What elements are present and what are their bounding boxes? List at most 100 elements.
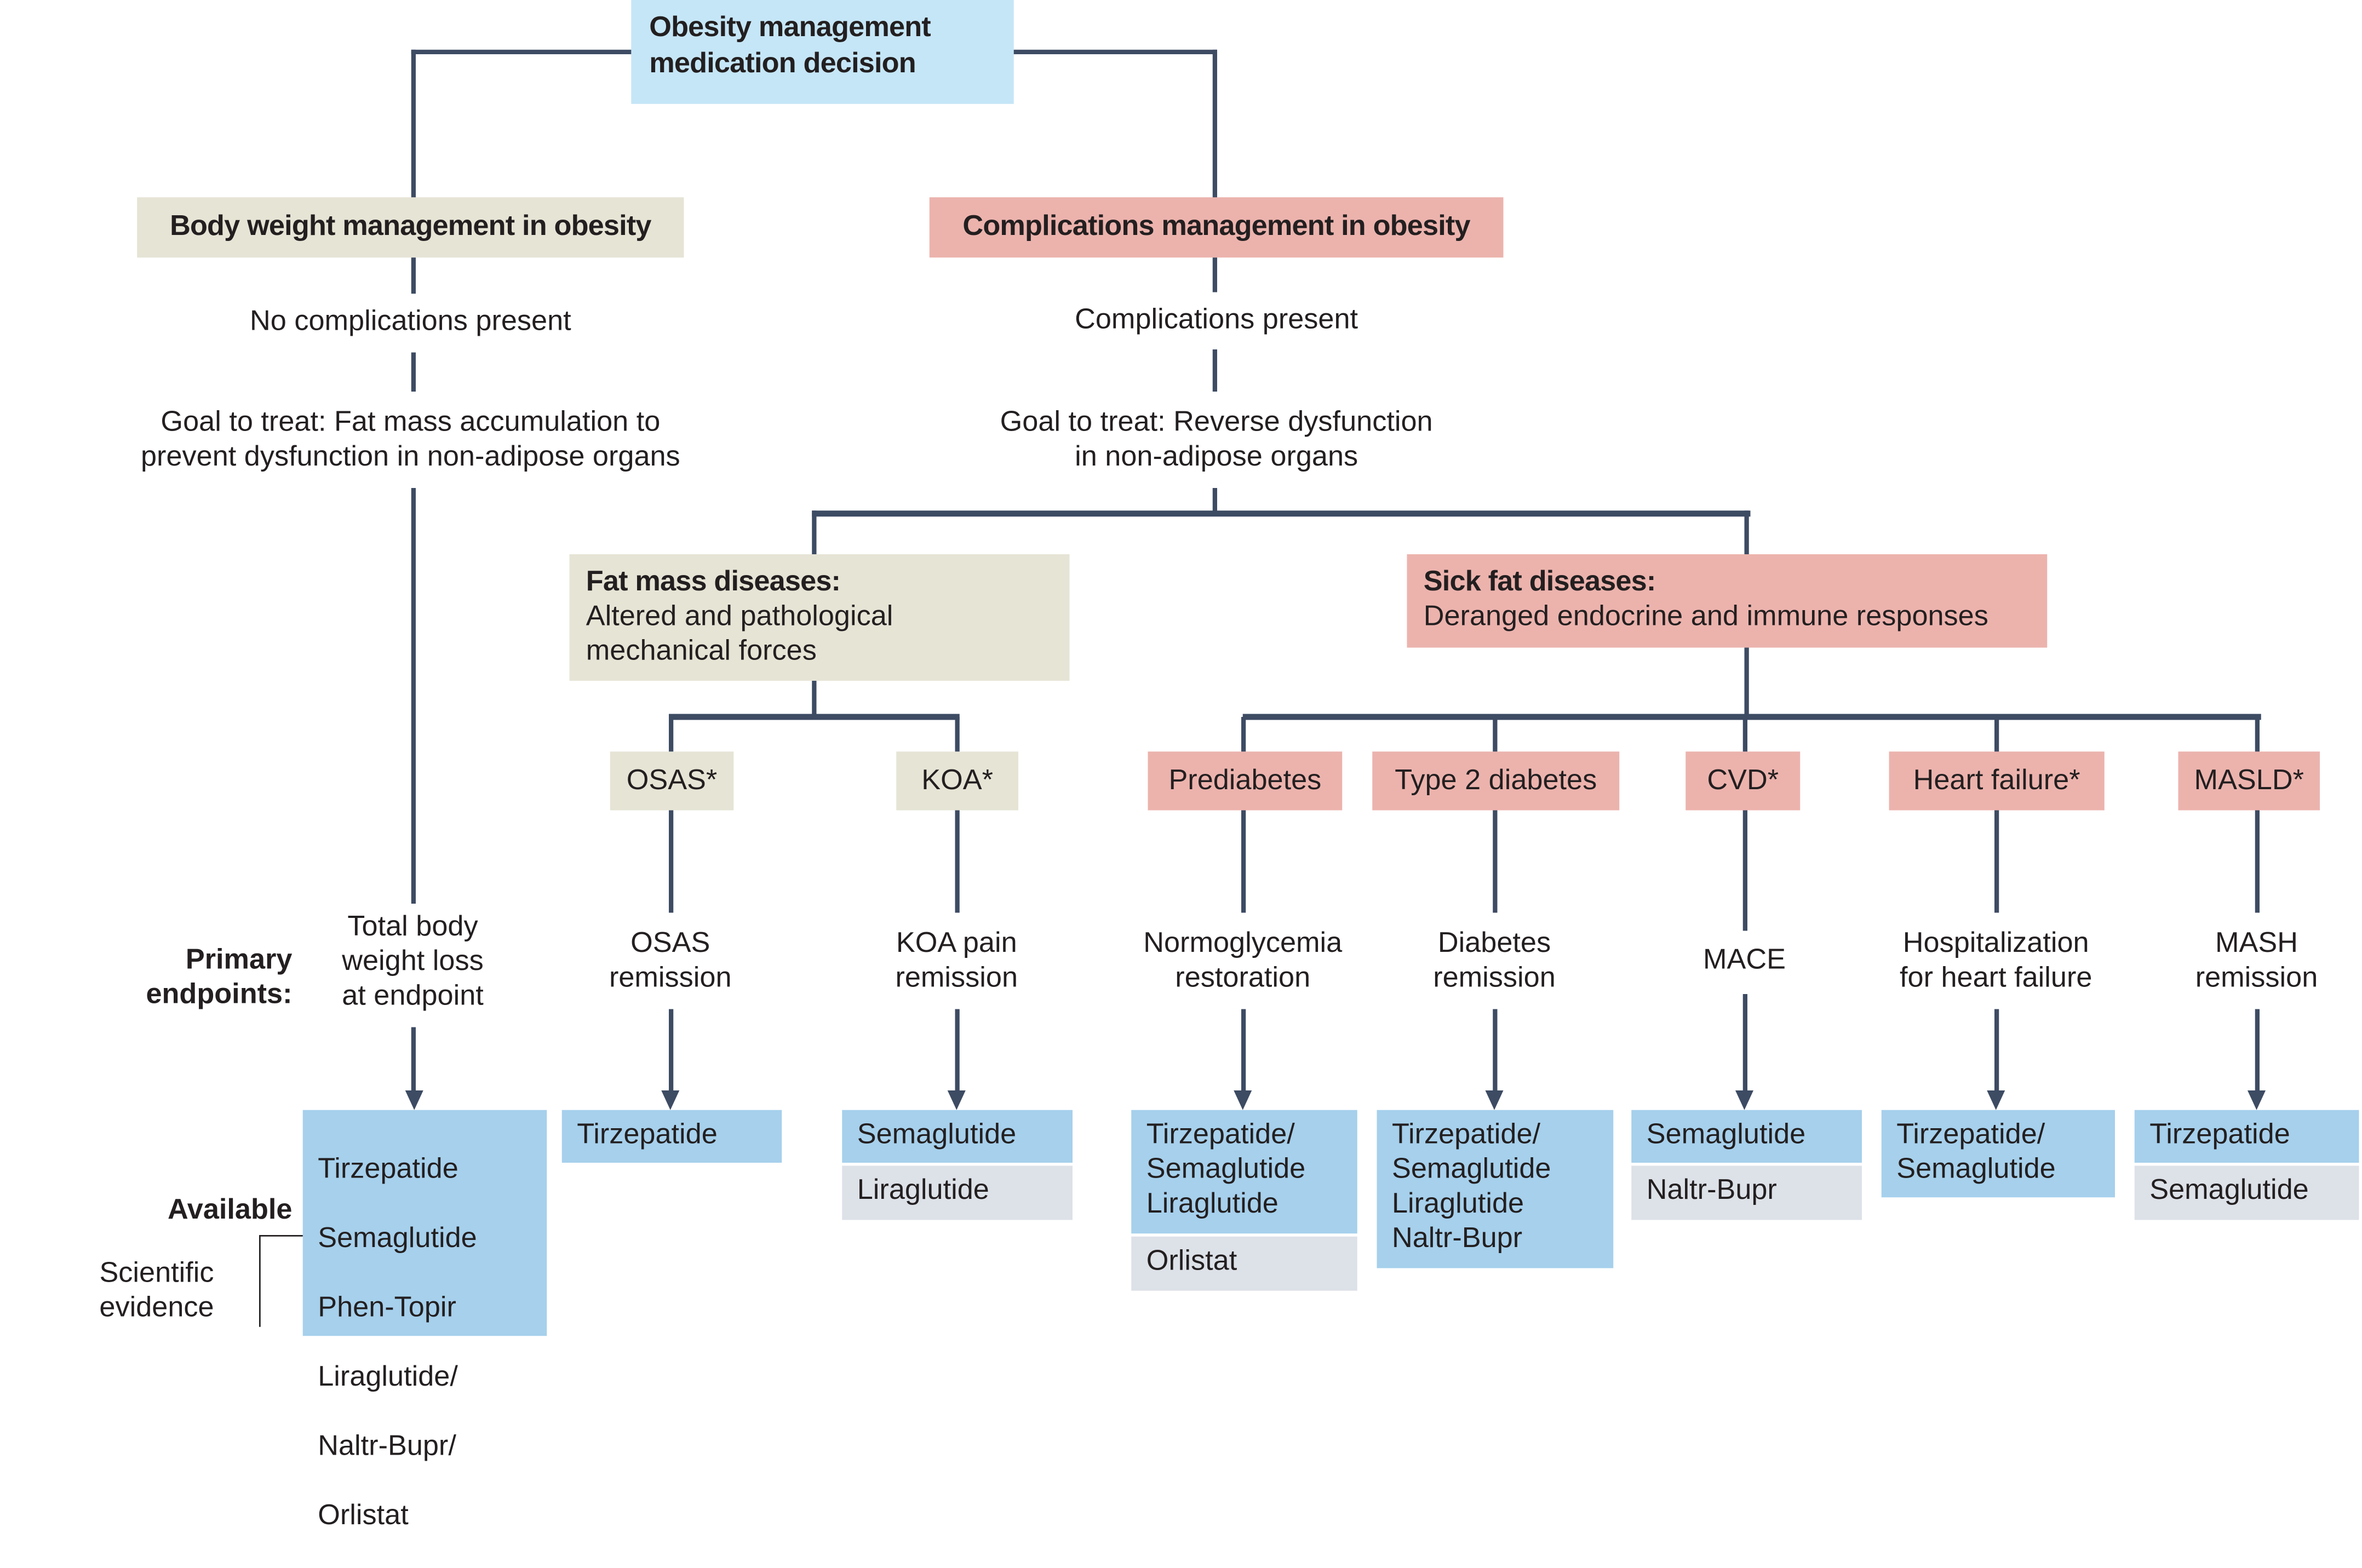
disease-node: Type 2 diabetes [1372, 751, 1620, 811]
connector [954, 1009, 959, 1094]
connector [1012, 49, 1217, 54]
connector [1744, 647, 1749, 719]
connector [1492, 810, 1497, 913]
disease-node: Heart failure* [1889, 751, 2105, 811]
arrow-down-icon [1987, 1090, 2005, 1110]
connector [1993, 717, 1998, 753]
body-weight-drugs: Tirzepatide Semaglutide Phen-Topir Lirag… [302, 1110, 547, 1532]
label-line: endpoints: [146, 979, 293, 1011]
connector [1492, 1009, 1497, 1094]
drug-secondary: Semaglutide [2134, 1165, 2359, 1220]
connector [2254, 717, 2259, 753]
arrow-down-icon [1485, 1090, 1504, 1110]
drug-primary: Tirzepatide/ Semaglutide Liraglutide Nal… [1377, 1110, 1614, 1268]
root-title-line: Obesity management [649, 12, 931, 44]
drug-primary: Semaglutide [842, 1110, 1073, 1163]
disease-node: Prediabetes [1148, 751, 1343, 811]
connector [1240, 1009, 1245, 1094]
no-complications-text: No complications present [250, 306, 571, 337]
connector [1212, 49, 1217, 199]
disease-node: MASLD* [2178, 751, 2320, 811]
endpoint-line: remission [2195, 962, 2318, 994]
connector [1742, 994, 1747, 1094]
connector [1744, 510, 1749, 554]
drug-primary: Tirzepatide [561, 1110, 782, 1163]
connector [2254, 810, 2259, 913]
drug-item: Orlistat [318, 1500, 409, 1532]
connector [812, 510, 817, 554]
endpoint-text: MACE [1601, 943, 1888, 978]
label-line: Primary [185, 944, 293, 976]
drug-primary: Tirzepatide [2134, 1110, 2359, 1163]
endpoint-line: Hospitalization [1902, 928, 2089, 960]
root-title-line: medication decision [649, 48, 916, 80]
endpoint-line: for heart failure [1900, 962, 2092, 994]
connector [1993, 810, 1998, 913]
available-label: Available [167, 1194, 293, 1226]
evidence-bracket [259, 1235, 303, 1237]
goal-line: prevent dysfunction in non-adipose organ… [140, 441, 680, 473]
drug-primary: Semaglutide [1631, 1110, 1862, 1163]
connector [1742, 810, 1747, 931]
connector [1492, 717, 1497, 753]
complications-node: Complications management in obesity [929, 197, 1504, 258]
connector [411, 257, 416, 294]
connector [1212, 488, 1217, 515]
endpoint-line: at endpoint [342, 980, 484, 1012]
evidence-bracket [259, 1235, 261, 1327]
primary-endpoints-label: Primary endpoints: [90, 943, 293, 1013]
connector [2254, 1009, 2259, 1094]
endpoint-line: restoration [1175, 962, 1311, 994]
label-line: Scientific [99, 1257, 214, 1289]
scientific-evidence-label: Scientific evidence [60, 1256, 253, 1326]
endpoint-line: OSAS [630, 928, 710, 960]
root-node: Obesity management medication decision [631, 0, 1014, 104]
connector [411, 352, 416, 392]
disease-node: KOA* [896, 751, 1018, 811]
drug-item: Liraglutide/ [318, 1362, 458, 1393]
goal-line: in non-adipose organs [1075, 441, 1358, 473]
connector [668, 810, 673, 913]
connector [668, 1009, 673, 1094]
connector [1240, 717, 1245, 753]
label-line: evidence [99, 1292, 214, 1324]
endpoint-line: Total body [347, 911, 478, 943]
drug-primary: Tirzepatide/ Semaglutide Liraglutide [1131, 1110, 1357, 1234]
drug-item: Semaglutide [318, 1223, 477, 1255]
disease-node: OSAS* [610, 751, 734, 811]
body-weight-endpoint: Total body weight loss at endpoint [307, 910, 518, 1014]
drug-secondary: Orlistat [1131, 1236, 1357, 1291]
connector [812, 510, 1751, 517]
endpoint-line: remission [1433, 962, 1556, 994]
endpoint-line: remission [895, 962, 1018, 994]
connector [411, 49, 633, 54]
connector [411, 49, 416, 199]
arrow-down-icon [661, 1090, 680, 1110]
connector [1212, 349, 1217, 392]
decision-diagram: Obesity management medication decision B… [60, 0, 2359, 1532]
connector [669, 714, 960, 720]
sick-fat-node: Sick fat diseases: Deranged endocrine an… [1407, 554, 2048, 648]
connector [812, 681, 817, 719]
disease-node: CVD* [1685, 751, 1801, 811]
category-desc: Deranged endocrine and immune responses [1423, 601, 1988, 633]
category-title: Fat mass diseases: [586, 566, 841, 598]
arrow-down-icon [404, 1090, 423, 1110]
connector [1742, 717, 1747, 753]
drug-item: Naltr-Bupr/ [318, 1431, 456, 1463]
endpoint-line: KOA pain [896, 928, 1017, 960]
connector [1242, 714, 2261, 720]
arrow-down-icon [947, 1090, 966, 1110]
body-weight-node: Body weight management in obesity [137, 197, 684, 258]
connector [411, 488, 416, 904]
arrow-down-icon [2248, 1090, 2266, 1110]
connector [954, 717, 959, 753]
fat-mass-node: Fat mass diseases: Altered and pathologi… [569, 554, 1070, 681]
drug-item: Phen-Topir [318, 1292, 456, 1324]
category-desc: mechanical forces [586, 635, 817, 668]
drug-primary: Tirzepatide/ Semaglutide [1881, 1110, 2115, 1198]
